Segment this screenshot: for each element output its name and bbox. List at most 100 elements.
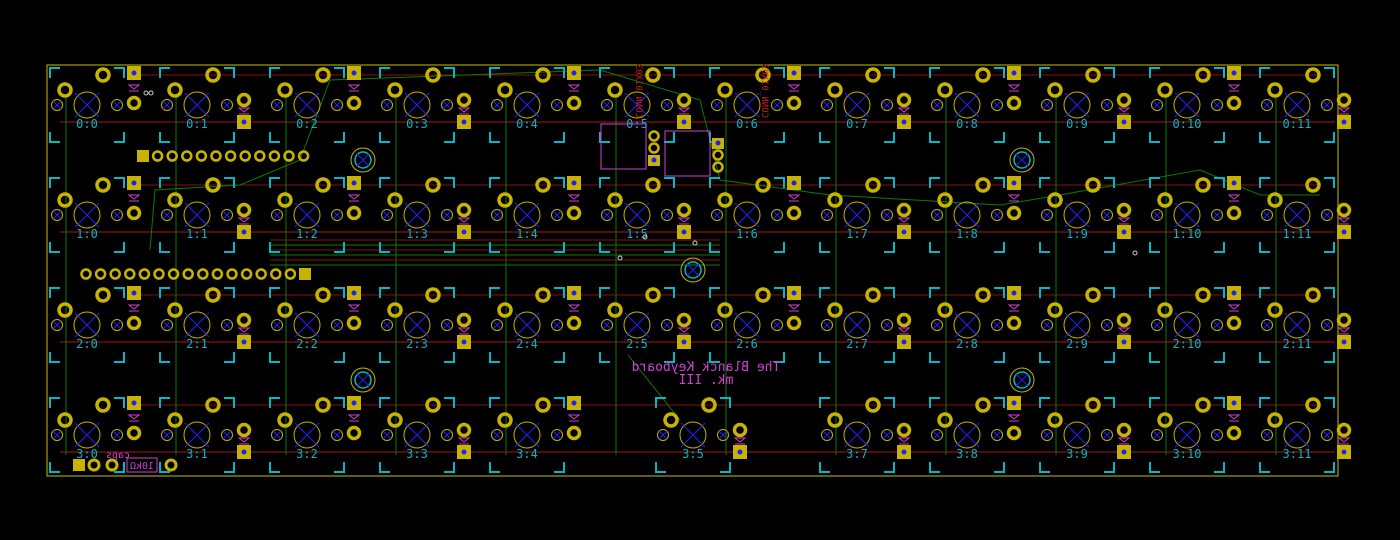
- mount-hole: [51, 429, 63, 441]
- components: [73, 90, 1138, 473]
- mount-hole: [1261, 209, 1273, 221]
- switch-pad: [277, 192, 293, 208]
- mount-hole: [441, 319, 453, 331]
- key-switch-footprint: 0:4: [489, 66, 582, 143]
- mount-hole: [1321, 99, 1333, 111]
- switch-pad: [497, 412, 513, 428]
- diode-drill: [791, 180, 797, 186]
- switch-pad: [57, 192, 73, 208]
- switch-hole: [513, 91, 541, 119]
- courtyard-corner: [1214, 132, 1225, 143]
- drill-cross-icon: [662, 320, 672, 330]
- switch-hole: [73, 421, 101, 449]
- mount-hole: [491, 209, 503, 221]
- drill-cross-icon: [772, 100, 782, 110]
- courtyard-corner: [489, 462, 500, 473]
- drill-cross-icon: [844, 422, 870, 448]
- courtyard-corner: [269, 177, 280, 188]
- courtyard-corner: [334, 242, 345, 253]
- courtyard-corner: [334, 287, 345, 298]
- courtyard-corner: [774, 242, 785, 253]
- diode-round-pad: [896, 92, 912, 108]
- drill-cross-icon: [602, 100, 612, 110]
- diode-round-pad: [126, 315, 142, 331]
- switch-pad: [1085, 67, 1101, 83]
- drill-cross-icon: [294, 202, 320, 228]
- drill-cross-icon: [712, 100, 722, 110]
- drill-cross-icon: [1284, 202, 1310, 228]
- drill-cross-icon: [822, 320, 832, 330]
- diode-round-pad: [346, 425, 362, 441]
- drill-cross-icon: [1064, 92, 1090, 118]
- header-pin: [151, 150, 164, 162]
- diode-round-pad: [676, 92, 692, 108]
- diode-drill: [737, 449, 743, 455]
- diode-round-pad: [456, 422, 472, 438]
- drill-cross-icon: [382, 430, 392, 440]
- switch-pad: [1195, 67, 1211, 83]
- courtyard-corner: [49, 462, 60, 473]
- key-label: 1:7: [846, 227, 868, 241]
- drill-cross-icon: [332, 430, 342, 440]
- courtyard-corner: [224, 287, 235, 298]
- switch-pad: [1047, 82, 1063, 98]
- courtyard-corner: [884, 397, 895, 408]
- key-switch-footprint: 2:9: [1039, 287, 1132, 363]
- diode-drill: [131, 400, 137, 406]
- switch-hole: [1063, 91, 1091, 119]
- drill-cross-icon: [1102, 100, 1112, 110]
- mount-hole: [711, 319, 723, 331]
- header-pin: [80, 268, 92, 280]
- key-switch-footprint: 0:1: [159, 67, 252, 143]
- diode-symbol-icon: [1007, 414, 1021, 422]
- diode-round-pad: [1006, 95, 1022, 111]
- key-switch-footprint: 3:9: [1039, 397, 1132, 473]
- key-label: 3:9: [1066, 447, 1088, 461]
- switch-pad: [1047, 412, 1063, 428]
- mount-hole: [551, 209, 563, 221]
- via: [692, 240, 698, 246]
- courtyard-corner: [49, 242, 60, 253]
- courtyard-corner: [929, 287, 940, 298]
- mount-hole: [161, 429, 173, 441]
- header-pin: [166, 150, 178, 162]
- connector-pin: [648, 142, 660, 154]
- switch-pad: [1157, 412, 1173, 428]
- switch-hole: [1063, 311, 1091, 339]
- drill-cross-icon: [822, 430, 832, 440]
- mount-hole: [271, 429, 283, 441]
- diode-symbol-icon: [1337, 107, 1351, 115]
- diode-drill: [1011, 400, 1017, 406]
- mount-hole: [1261, 99, 1273, 111]
- header-pin: [283, 150, 295, 162]
- key-switch-footprint: 2:11: [1259, 287, 1352, 363]
- courtyard-corner: [709, 352, 720, 363]
- drill-cross-icon: [662, 210, 672, 220]
- courtyard-corner: [1104, 352, 1115, 363]
- key-label: 2:8: [956, 337, 978, 351]
- switch-pad: [1157, 82, 1173, 98]
- courtyard-corner: [114, 242, 125, 253]
- resistor-label: 10kΩ: [130, 461, 154, 472]
- switch-hole: [403, 421, 431, 449]
- drill-cross-icon: [356, 373, 370, 387]
- key-label: 0:7: [846, 117, 868, 131]
- header-pin: [138, 268, 151, 280]
- drill-cross-icon: [882, 100, 892, 110]
- diode-symbol-icon: [457, 327, 471, 335]
- switch-hole: [513, 201, 541, 229]
- courtyard-corner: [819, 462, 830, 473]
- drill-cross-icon: [624, 92, 650, 118]
- courtyard-corner: [554, 177, 565, 188]
- key-switch-footprint: 1:8: [929, 176, 1022, 253]
- key-label: 0:11: [1283, 117, 1312, 131]
- courtyard-corner: [334, 132, 345, 143]
- courtyard-corner: [224, 397, 235, 408]
- courtyard-corner: [224, 67, 235, 78]
- switch-hole: [403, 311, 431, 339]
- diode-drill: [901, 339, 907, 345]
- key-label: 1:3: [406, 227, 428, 241]
- diode-drill: [241, 449, 247, 455]
- header-pin: [270, 268, 282, 280]
- courtyard-corner: [774, 287, 785, 298]
